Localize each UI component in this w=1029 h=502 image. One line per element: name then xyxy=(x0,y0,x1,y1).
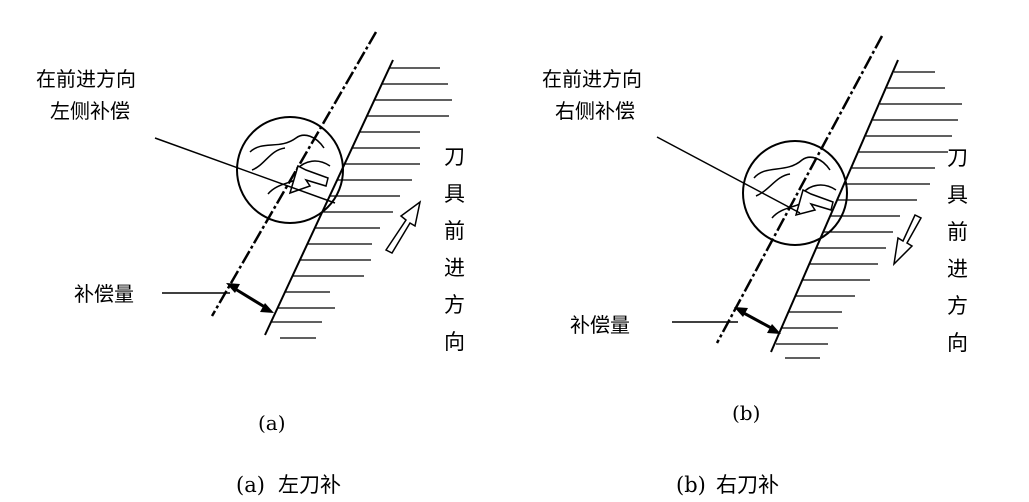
right-tool-direction-char-3: 前 xyxy=(947,220,968,244)
right-offset-arrow xyxy=(739,309,776,332)
left-label-line2: 左侧补偿 xyxy=(50,99,130,123)
left-programmed-path xyxy=(210,31,378,317)
right-label-leader xyxy=(656,136,801,214)
right-tool-direction-char-4: 进 xyxy=(947,257,968,281)
right-tool-direction-char-6: 向 xyxy=(947,331,968,355)
left-cutter-circle xyxy=(236,116,344,224)
left-label-leader xyxy=(154,137,336,204)
left-hatching xyxy=(271,67,452,339)
left-tool-direction-char-1: 刀 xyxy=(444,145,465,169)
right-tool-direction-char-2: 具 xyxy=(947,183,968,207)
right-direction-arrow xyxy=(892,213,923,267)
right-offset-arrowhead-start xyxy=(734,307,748,317)
right-offset-arrowhead-end xyxy=(767,324,781,334)
left-caption-text: 左刀补 xyxy=(278,473,341,497)
right-compensation-label: 补偿量 xyxy=(570,313,630,337)
right-sub-label: (b) xyxy=(732,401,760,425)
left-sub-label: (a) xyxy=(258,411,286,435)
right-programmed-path xyxy=(715,35,884,344)
right-caption-prefix: (b) xyxy=(676,473,706,497)
left-compensation-label: 补偿量 xyxy=(74,282,134,306)
left-offset-arrowhead-start xyxy=(226,283,240,293)
left-tool-direction-char-6: 向 xyxy=(444,330,465,354)
right-label-line2: 右侧补偿 xyxy=(555,99,635,123)
left-workpiece-edge xyxy=(264,59,394,336)
right-hollow-arrow xyxy=(794,188,834,217)
left-offset-arrow xyxy=(231,285,269,311)
left-offset-arrowhead-end xyxy=(260,303,274,313)
right-workpiece-edge xyxy=(770,59,899,353)
right-tool-direction-char-5: 方 xyxy=(947,294,968,318)
left-caption-prefix: (a) xyxy=(236,473,265,497)
left-hollow-arrow xyxy=(288,164,329,195)
left-tool-direction-char-3: 前 xyxy=(444,219,465,243)
left-cutter-flutes xyxy=(249,134,331,195)
left-tool-direction-char-5: 方 xyxy=(444,293,465,317)
right-hatching xyxy=(776,71,962,359)
right-label-line1: 在前进方向 xyxy=(542,67,642,91)
left-tool-direction-char-4: 进 xyxy=(444,256,465,280)
left-direction-arrow xyxy=(384,200,422,254)
left-panel: 在前进方向 左侧补偿 补偿量 刀 具 前 进 方 向 (a) (a) 左刀补 xyxy=(36,31,465,497)
right-caption-text: 右刀补 xyxy=(716,473,779,497)
left-tool-direction-char-2: 具 xyxy=(444,182,465,206)
right-cutter-flutes xyxy=(753,156,837,219)
right-cutter-circle xyxy=(742,140,848,246)
right-tool-direction-char-1: 刀 xyxy=(947,146,968,170)
left-label-line1: 在前进方向 xyxy=(36,67,136,91)
right-panel: 在前进方向 右侧补偿 补偿量 刀 具 前 进 方 向 (b) (b) 右刀补 xyxy=(542,35,968,497)
